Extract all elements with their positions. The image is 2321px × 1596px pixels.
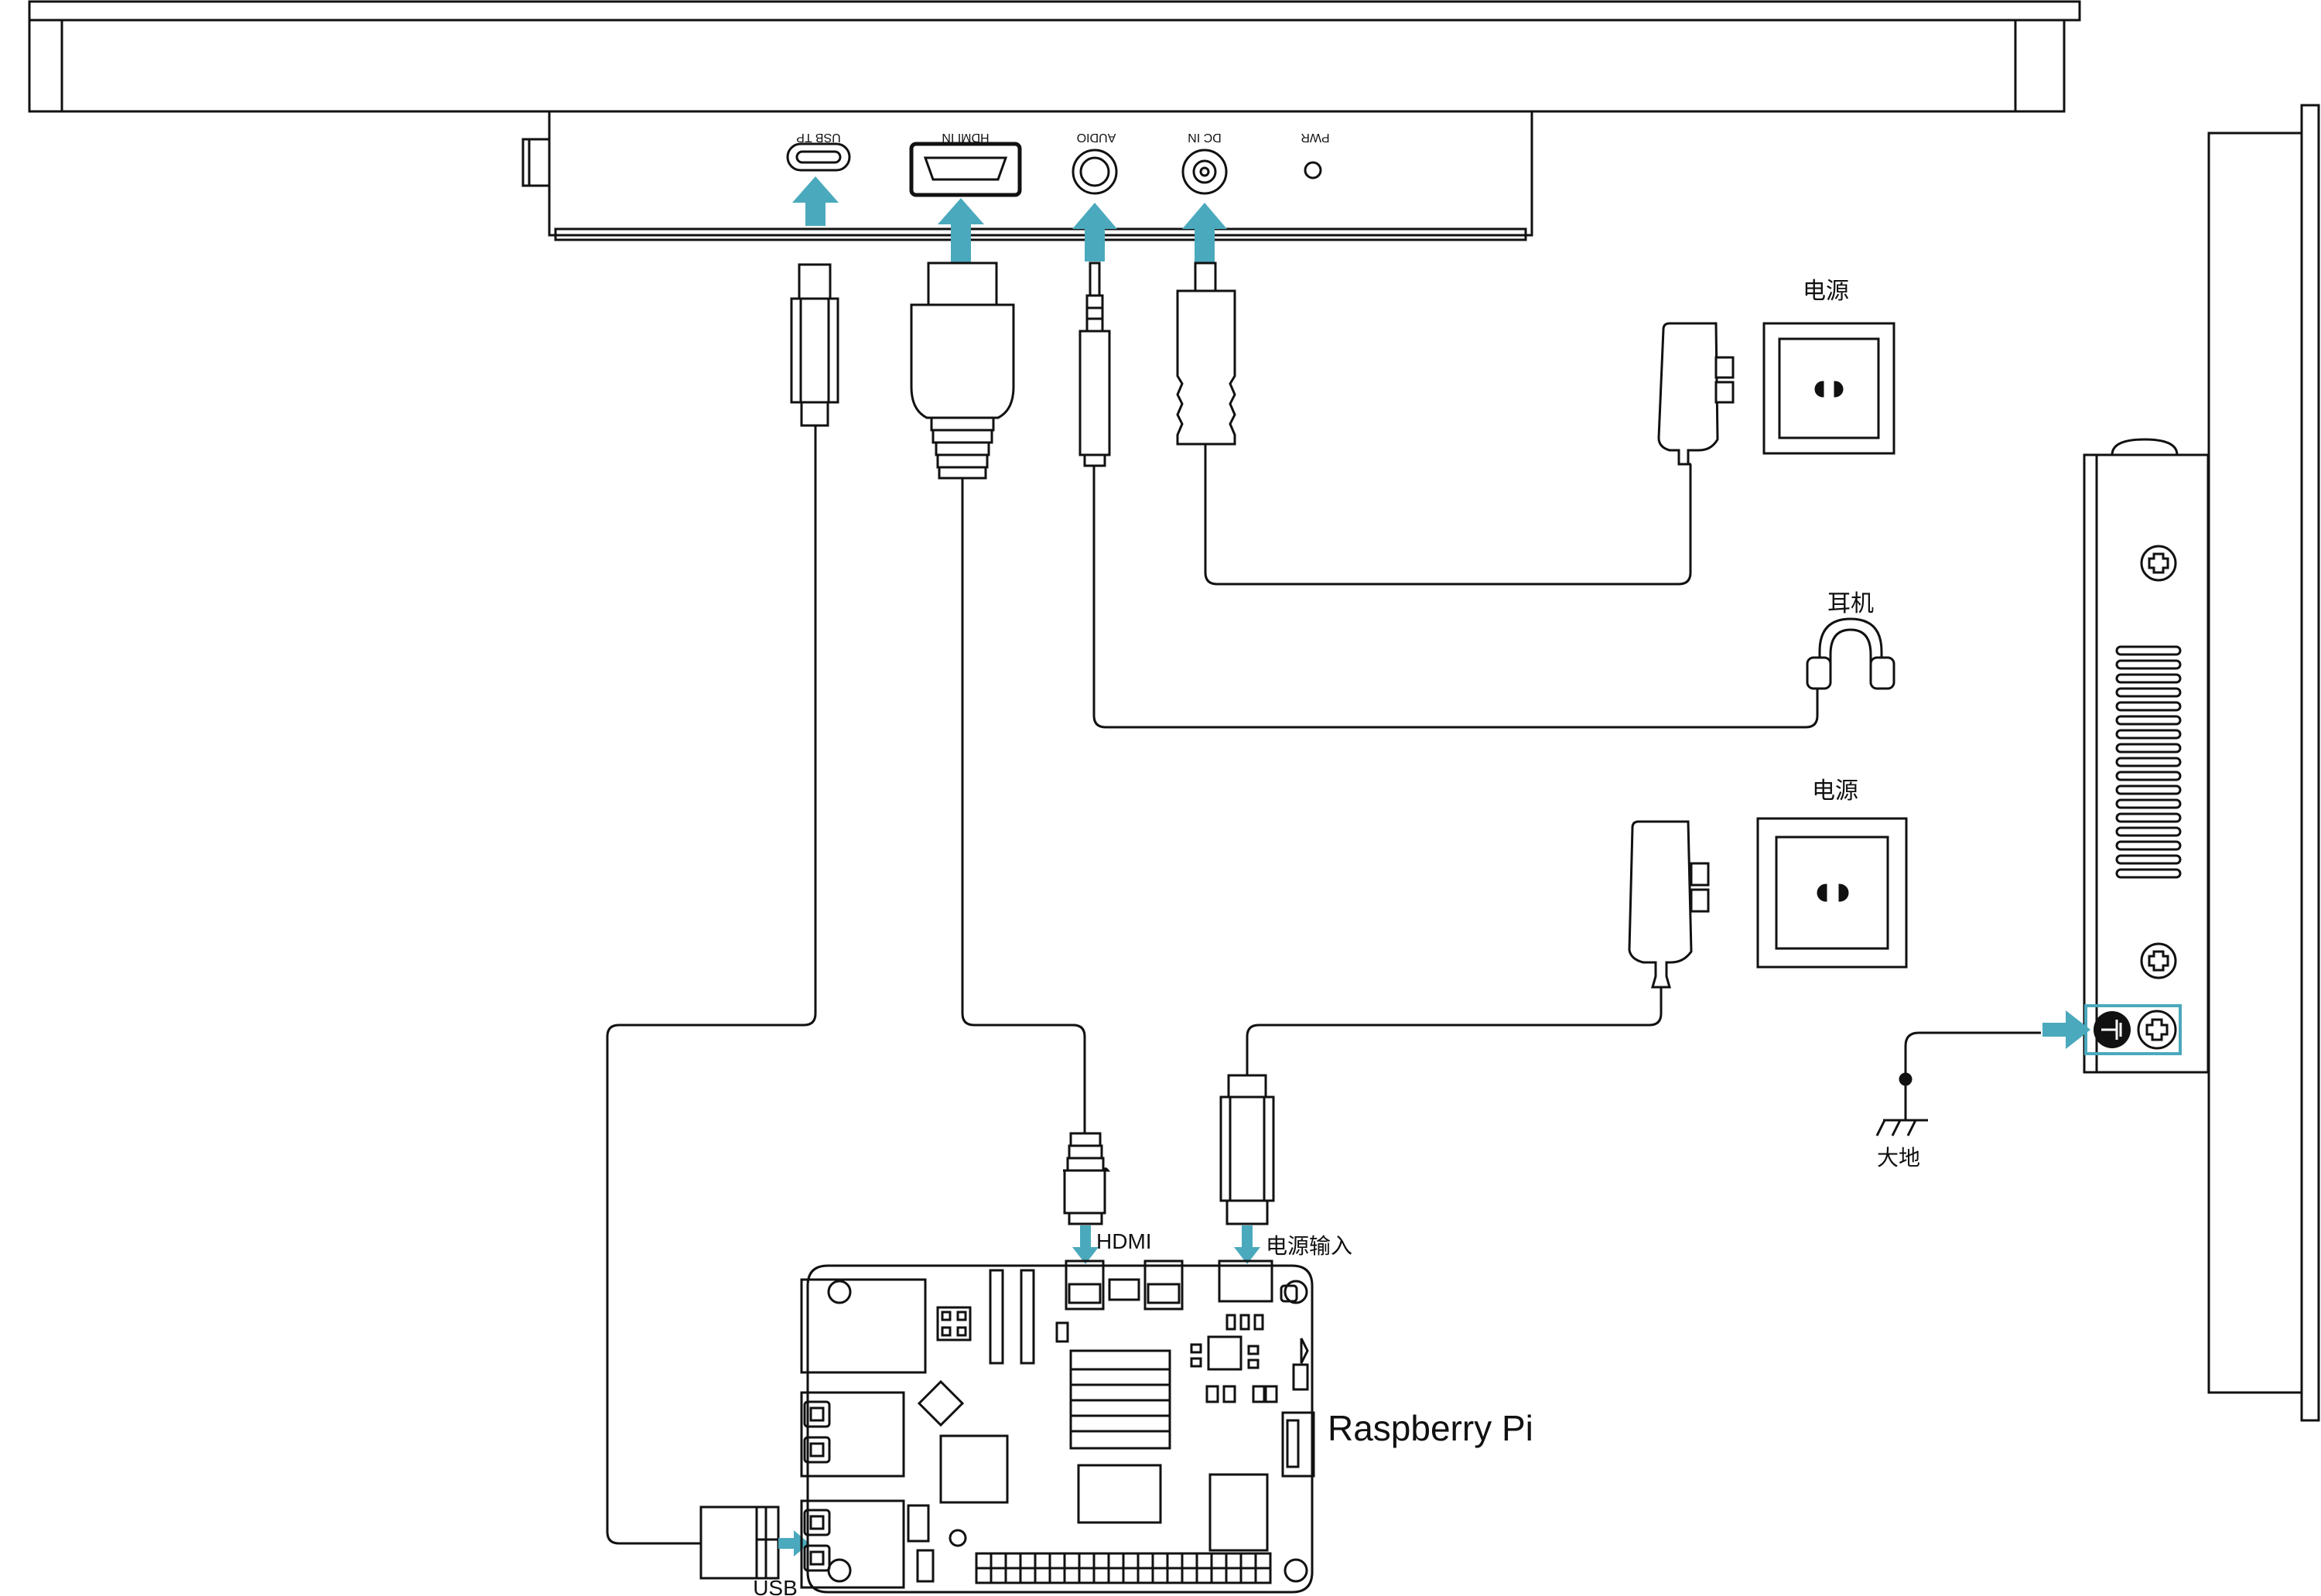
port-labels: USB TP HDMI IN AUDIO DC IN PWR — [796, 131, 1329, 144]
ground-symbol-icon — [1875, 1072, 1928, 1136]
pi-power-cable — [1246, 987, 1663, 1075]
raspberry-pi-label: Raspberry Pi — [1328, 1408, 1533, 1448]
audio-jack-icon — [1072, 149, 1118, 195]
hdmi-plug — [910, 261, 1015, 480]
power-adapter-icon — [1657, 322, 1735, 466]
dc-plug — [1176, 261, 1236, 446]
pi-usb-label: USB — [753, 1576, 798, 1596]
power-label-2: 电源 — [1812, 778, 1858, 804]
arrow-down-icon — [1234, 1225, 1260, 1264]
pwr-led-icon — [1304, 161, 1322, 179]
headphones-icon — [1806, 617, 1895, 690]
audio-cable — [1092, 466, 1819, 729]
arrow-down-icon — [1072, 1225, 1099, 1264]
dc-cable — [1204, 444, 1692, 586]
usb-c-plug — [790, 263, 839, 427]
ground-label: 大地 — [1877, 1146, 1920, 1170]
dc-in-label: DC IN — [1188, 131, 1222, 144]
pi-power-input-label: 电源输入 — [1266, 1234, 1352, 1258]
wall-socket-icon — [1762, 322, 1895, 455]
arrow-right-icon — [2042, 1010, 2090, 1049]
power-adapter-icon — [1628, 820, 1710, 989]
pi-power-plug — [1219, 1074, 1275, 1225]
pwr-label: PWR — [1301, 131, 1329, 144]
power-label-1: 电源 — [1803, 279, 1849, 304]
monitor-top-view — [28, 0, 2081, 241]
cables — [606, 425, 2041, 1545]
usb-a-plug — [699, 1505, 780, 1580]
pi-hdmi-label: HDMI — [1096, 1229, 1152, 1253]
arrow-up-icon — [792, 176, 839, 226]
usb-tp-label: USB TP — [796, 131, 841, 144]
monitor-side-view — [2083, 104, 2320, 1422]
ground-wire — [1904, 1031, 2041, 1078]
side-vents — [2115, 645, 2182, 879]
screw-icon — [2137, 1010, 2177, 1050]
audio-label: AUDIO — [1077, 131, 1116, 144]
ground-terminal-icon — [2094, 1011, 2131, 1048]
raspberry-pi-board — [800, 1259, 1315, 1594]
audio-plug — [1078, 261, 1111, 467]
screw-icon — [2140, 942, 2177, 979]
hdmi-port-icon — [909, 142, 1022, 197]
wall-socket-icon — [1756, 817, 1908, 969]
screw-icon — [2140, 545, 2177, 582]
usb-cable — [606, 425, 817, 1545]
earphone-label: 耳机 — [1827, 591, 1874, 617]
hdmi-cable — [961, 478, 1086, 1133]
monitor-ports — [786, 142, 1322, 197]
hdmi-in-label: HDMI IN — [942, 131, 989, 144]
monitor-arrows — [792, 176, 1227, 263]
dc-jack-icon — [1181, 149, 1228, 195]
arrow-up-icon — [1072, 203, 1117, 261]
arrow-up-icon — [938, 198, 984, 263]
arrow-up-icon — [1182, 203, 1227, 263]
pi-hdmi-plug — [1063, 1132, 1111, 1225]
usb-c-port-icon — [786, 142, 851, 172]
